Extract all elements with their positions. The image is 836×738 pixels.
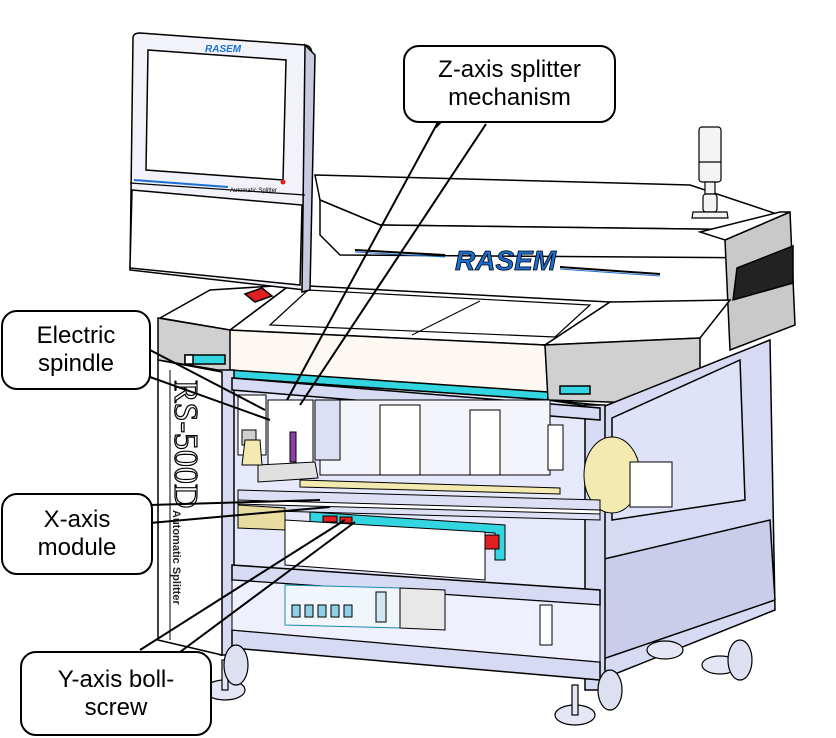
callout-x-axis-line2: module (37, 534, 117, 561)
lower-shelf (231, 579, 601, 663)
side-caption: Automatic Splitter (170, 510, 182, 605)
monitor-lower-panel (129, 189, 303, 286)
leader-y-axis-1 (139, 519, 346, 651)
spindle-assembly (237, 394, 341, 483)
leader-x-axis-1 (149, 499, 321, 506)
model-label: RS-500D (167, 380, 204, 508)
leader-y-axis-2 (179, 521, 356, 653)
callout-y-axis-ballscrew: Y-axis boll- screw (20, 651, 212, 736)
brand-logo: RASEM (455, 245, 557, 276)
emergency-stop (243, 287, 274, 303)
callout-electric-spindle: Electric spindle (1, 310, 151, 390)
right-cabinet (697, 210, 796, 352)
callout-x-axis-line1: X-axis (43, 506, 111, 533)
callout-x-axis-module: X-axis module (1, 493, 153, 575)
leader-z-axis-2 (299, 123, 487, 406)
monitor-brand: RASEM (205, 44, 242, 55)
stack-light (691, 126, 729, 219)
monitor (129, 32, 316, 293)
callout-z-axis-line2: mechanism (448, 84, 571, 111)
leader-spindle-2 (149, 376, 271, 421)
callout-z-axis-splitter: Z-axis splitter mechanism (403, 45, 616, 123)
callout-y-axis-line2: screw (84, 693, 148, 721)
callout-spindle-line2: spindle (37, 350, 115, 377)
leader-x-axis-2 (149, 506, 331, 524)
casters (204, 639, 753, 726)
callout-z-axis-line1: Z-axis splitter (438, 56, 581, 83)
leader-lines (139, 123, 487, 653)
monitor-screen (145, 49, 287, 181)
industrial-pc (284, 584, 446, 631)
leader-spindle-1 (149, 349, 266, 411)
inner-mechanism (237, 394, 673, 581)
left-shoulder (157, 284, 293, 373)
vent-grille (732, 244, 794, 302)
callout-y-axis-line1: Y-axis boll- (57, 665, 175, 693)
leader-z-axis-1 (286, 123, 438, 401)
top-cover (314, 174, 781, 259)
callout-spindle-line1: Electric (36, 322, 116, 349)
monitor-caption: Automatic Splitter (230, 188, 277, 194)
